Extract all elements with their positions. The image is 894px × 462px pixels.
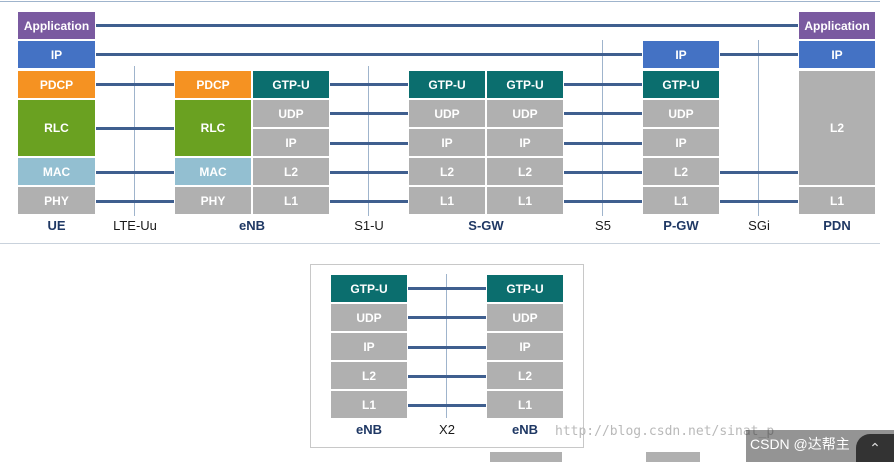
enb-label: eNB [238, 218, 265, 233]
phy-link [96, 200, 174, 203]
s5-gtp-link [564, 83, 642, 86]
ue-rlc-layer: RLC [18, 100, 95, 156]
sgw-s5-gtpu-layer: GTP-U [487, 71, 563, 98]
enb-phy-layer: PHY [175, 187, 251, 214]
x2-frame [310, 264, 584, 448]
s1-gtp-link [330, 83, 408, 86]
x2-ip-link [408, 346, 486, 349]
x2-l1-link [408, 404, 486, 407]
cropped-layer-box [490, 452, 562, 462]
application-link [96, 24, 798, 27]
sgi-divider [758, 40, 759, 216]
pdn-l1-layer: L1 [799, 187, 875, 214]
x2-right-l2-layer: L2 [487, 362, 563, 389]
x2-left-ip-layer: IP [331, 333, 407, 360]
ue-ip-layer: IP [18, 41, 95, 68]
enb-l2-layer: L2 [253, 158, 329, 185]
s5-l1-link [564, 200, 642, 203]
ip-link-pgw-pdn [720, 53, 798, 56]
x2-label: X2 [439, 422, 455, 437]
x2-right-gtpu-layer: GTP-U [487, 275, 563, 302]
sgi-l1-link [720, 200, 798, 203]
ue-phy-layer: PHY [18, 187, 95, 214]
ue-mac-layer: MAC [18, 158, 95, 185]
sgw-s1-gtpu-layer: GTP-U [409, 71, 485, 98]
rlc-link [96, 127, 174, 130]
enb-l1-layer: L1 [253, 187, 329, 214]
csdn-badge: CSDN @达帮主 [750, 436, 850, 452]
pgw-transport-ip-layer: IP [643, 129, 719, 156]
s5-l2-link [564, 171, 642, 174]
sgw-s5-l1-layer: L1 [487, 187, 563, 214]
x2-left-gtpu-layer: GTP-U [331, 275, 407, 302]
x2-left-udp-layer: UDP [331, 304, 407, 331]
sgw-s1-udp-layer: UDP [409, 100, 485, 127]
mac-link [96, 171, 174, 174]
pgw-udp-layer: UDP [643, 100, 719, 127]
pdn-l2-layer: L2 [799, 71, 875, 185]
pgw-l1-layer: L1 [643, 187, 719, 214]
s5-label: S5 [595, 218, 611, 233]
x2-right-l1-layer: L1 [487, 391, 563, 418]
s5-udp-link [564, 112, 642, 115]
pgw-gtpu-layer: GTP-U [643, 71, 719, 98]
x2-right-udp-layer: UDP [487, 304, 563, 331]
pdcp-link [96, 83, 174, 86]
x2-right-ip-layer: IP [487, 333, 563, 360]
ue-application-layer: Application [18, 12, 95, 39]
top-border [0, 1, 880, 2]
s1u-divider [368, 66, 369, 216]
ue-label: UE [47, 218, 66, 233]
lte-uu-divider [134, 66, 135, 216]
enb-rlc-layer: RLC [175, 100, 251, 156]
s1u-label: S1-U [354, 218, 384, 233]
x2-gtp-link [408, 287, 486, 290]
sgw-s5-l2-layer: L2 [487, 158, 563, 185]
watermark-text: http://blog.csdn.net/sinat_p [555, 424, 775, 439]
sgw-s5-ip-layer: IP [487, 129, 563, 156]
pgw-ip-layer: IP [643, 41, 719, 68]
sgw-label: S-GW [468, 218, 504, 233]
pdn-ip-layer: IP [799, 41, 875, 68]
s1-udp-link [330, 112, 408, 115]
s1-l2-link [330, 171, 408, 174]
pgw-label: P-GW [663, 218, 699, 233]
sgw-s1-l1-layer: L1 [409, 187, 485, 214]
x2-left-enb-label: eNB [355, 422, 382, 437]
enb-mac-layer: MAC [175, 158, 251, 185]
lte-uu-label: LTE-Uu [113, 218, 157, 233]
sgi-label: SGi [748, 218, 770, 233]
ip-link-ue-pgw [96, 53, 642, 56]
s5-divider [602, 40, 603, 216]
x2-left-l2-layer: L2 [331, 362, 407, 389]
enb-gtpu-layer: GTP-U [253, 71, 329, 98]
x2-l2-link [408, 375, 486, 378]
cropped-layer-box-2 [646, 452, 700, 462]
enb-ip-layer: IP [253, 129, 329, 156]
ue-pdcp-layer: PDCP [18, 71, 95, 98]
sgi-l2-link [720, 171, 798, 174]
sgw-s1-ip-layer: IP [409, 129, 485, 156]
x2-left-l1-layer: L1 [331, 391, 407, 418]
enb-udp-layer: UDP [253, 100, 329, 127]
x2-right-enb-label: eNB [511, 422, 538, 437]
pgw-l2-layer: L2 [643, 158, 719, 185]
sgw-s5-udp-layer: UDP [487, 100, 563, 127]
section-divider [0, 243, 880, 244]
sgw-s1-l2-layer: L2 [409, 158, 485, 185]
pdn-label: PDN [823, 218, 851, 233]
enb-pdcp-layer: PDCP [175, 71, 251, 98]
s1-ip-link [330, 142, 408, 145]
scroll-top-icon[interactable]: ⌃ [856, 434, 894, 462]
x2-udp-link [408, 316, 486, 319]
s5-ip-link [564, 142, 642, 145]
pdn-application-layer: Application [799, 12, 875, 39]
s1-l1-link [330, 200, 408, 203]
